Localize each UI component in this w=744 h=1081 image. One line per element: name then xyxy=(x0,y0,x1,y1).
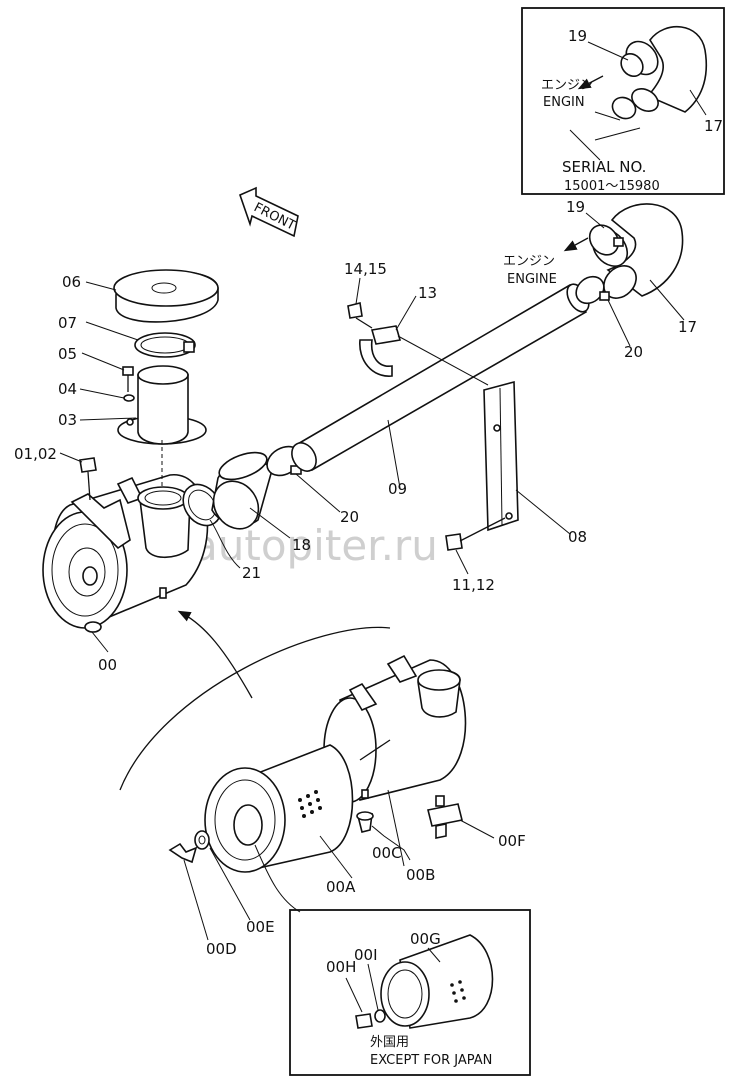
clamp-19 xyxy=(588,224,624,256)
part-00A: 00A xyxy=(326,878,356,896)
section-divider-line xyxy=(119,626,391,791)
inset-label-jp: 外国用 xyxy=(370,1035,409,1050)
element-00A xyxy=(204,744,354,873)
part-09: 09 xyxy=(388,480,407,498)
part-18: 18 xyxy=(292,536,311,554)
part-00D: 00D xyxy=(206,940,237,958)
bolt-05 xyxy=(122,366,134,392)
pipe-09 xyxy=(291,283,590,472)
part-00B: 00B xyxy=(406,866,435,884)
engine-label-jp: エンジン xyxy=(503,254,555,269)
part-00: 00 xyxy=(98,656,117,674)
inset-part-00H: 00H xyxy=(326,958,356,976)
inset-engine-en: ENGIN xyxy=(543,95,585,110)
watermark-text: autopiter.ru xyxy=(192,521,438,570)
part-20a: 20 xyxy=(340,508,359,526)
inset-serial-range: 15001～15980 xyxy=(564,179,660,194)
hose-18 xyxy=(211,451,273,530)
part-07: 07 xyxy=(58,314,77,332)
inset-serial-label: SERIAL NO. xyxy=(562,158,646,176)
part-05: 05 xyxy=(58,345,77,363)
front-arrow: FRONT xyxy=(239,186,299,238)
part-19: 19 xyxy=(566,198,585,216)
engine-label-en: ENGINE xyxy=(507,272,557,287)
part-03: 03 xyxy=(58,411,77,429)
clamp-20b xyxy=(575,275,610,305)
inset-part-17: 17 xyxy=(704,117,723,135)
adapter-03 xyxy=(117,365,207,445)
part-13: 13 xyxy=(418,284,437,302)
part-17: 17 xyxy=(678,318,697,336)
part-0102: 01,02 xyxy=(14,445,57,463)
washer-04 xyxy=(123,394,135,402)
part-06: 06 xyxy=(62,273,81,291)
part-21: 21 xyxy=(242,564,261,582)
bolt-1415 xyxy=(347,302,373,329)
band-07 xyxy=(134,332,196,358)
part-00F: 00F xyxy=(498,832,526,850)
part-1415: 14,15 xyxy=(344,260,387,278)
inset-serial-box: エンジン ENGIN 19 17 SERIAL NO. 15001～15980 xyxy=(521,7,725,195)
inset-part-19: 19 xyxy=(568,27,587,45)
detail-arrow xyxy=(177,610,253,699)
part-00C: 00C xyxy=(372,844,402,862)
inset-except-japan-box: 00G 00I 00H 外国用 EXCEPT FOR JAPAN xyxy=(254,844,531,1076)
evacuator-00F xyxy=(427,795,463,839)
leader-lines xyxy=(59,212,685,941)
inset-label-en: EXCEPT FOR JAPAN xyxy=(370,1053,492,1068)
bolt-1112 xyxy=(445,517,506,551)
part-04: 04 xyxy=(58,380,77,398)
bracket-13 xyxy=(359,325,489,386)
inset-part-00G: 00G xyxy=(410,930,441,948)
part-00E: 00E xyxy=(246,918,275,936)
part-1112: 11,12 xyxy=(452,576,495,594)
bolt-0102 xyxy=(79,457,97,501)
cap-06 xyxy=(113,269,219,323)
clamp-21 xyxy=(182,483,222,527)
inset-part-00I: 00I xyxy=(354,946,378,964)
part-20b: 20 xyxy=(624,343,643,361)
part-labels: 06 07 05 04 03 01,02 00 21 18 20 09 14,1… xyxy=(14,198,697,958)
wing-nut-00D xyxy=(168,842,198,864)
washer-00E xyxy=(194,830,210,850)
inset-engine-jp: エンジン xyxy=(541,78,593,93)
stay-08 xyxy=(483,380,519,532)
air-cleaner-00 xyxy=(42,474,209,633)
valve-00C xyxy=(356,811,374,833)
part-08: 08 xyxy=(568,528,587,546)
